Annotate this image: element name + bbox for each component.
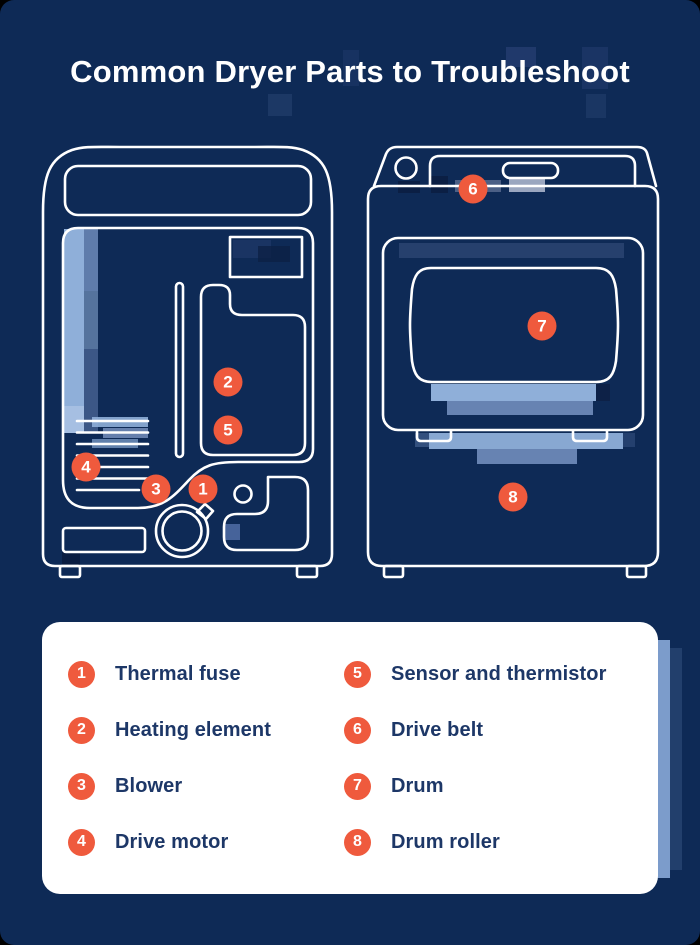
- legend-item-drive-belt: 6 Drive belt: [344, 702, 638, 758]
- callout-badge-4: 4: [71, 452, 101, 482]
- left-dryer-divider: [174, 281, 185, 459]
- legend-item-blower: 3 Blower: [68, 758, 344, 814]
- legend-number-badge: 1: [68, 660, 95, 688]
- legend-number-badge: 2: [68, 716, 95, 744]
- right-dryer-highlights: [398, 176, 635, 464]
- callout-badge-8: 8: [498, 482, 528, 512]
- left-dryer-outline: [41, 145, 334, 579]
- right-dryer-foot-left: [382, 564, 405, 579]
- left-dryer-inner-panel: [61, 226, 315, 510]
- door-hinge-right: [571, 429, 609, 443]
- right-dryer-outline: [366, 145, 660, 579]
- legend-item-label: Heating element: [115, 718, 271, 741]
- callout-badge-3: 3: [141, 474, 171, 504]
- callout-badge-2: 2: [213, 367, 243, 397]
- legend-number-badge: 4: [68, 828, 95, 856]
- left-dryer-corner-panel: [222, 475, 310, 552]
- legend-card-blur-strip: [657, 640, 682, 878]
- legend-item-label: Blower: [115, 774, 183, 797]
- callout-badge-1: 1: [188, 474, 218, 504]
- right-dryer-foot-right: [625, 564, 648, 579]
- left-dryer-base-vent: [61, 526, 147, 554]
- legend-number-badge: 5: [344, 660, 371, 688]
- legend-item-heating-element: 2 Heating element: [68, 702, 344, 758]
- door-hinge-left: [415, 429, 453, 443]
- right-dryer-lid: [372, 145, 658, 188]
- legend-item-label: Thermal fuse: [115, 662, 241, 685]
- callout-badge-7: 7: [527, 311, 557, 341]
- blower-wheel: [154, 502, 215, 559]
- legend-item-label: Drum roller: [391, 830, 500, 853]
- legend-item-thermal-fuse: 1 Thermal fuse: [68, 646, 344, 702]
- left-dryer-terminal-box: [228, 235, 304, 279]
- legend-item-label: Drum: [391, 774, 444, 797]
- heating-element-housing: [199, 283, 307, 457]
- legend-item-sensor-thermistor: 5 Sensor and thermistor: [344, 646, 638, 702]
- right-dryer-display: [501, 161, 560, 180]
- legend-item-drum: 7 Drum: [344, 758, 638, 814]
- left-dryer-foot-right: [295, 564, 319, 579]
- idler-pulley: [233, 484, 253, 504]
- left-dryer-body: [41, 145, 334, 568]
- legend-item-drive-motor: 4 Drive motor: [68, 814, 344, 870]
- legend-number-badge: 7: [344, 772, 371, 800]
- legend-item-label: Drive belt: [391, 718, 484, 741]
- legend-item-label: Drive motor: [115, 830, 229, 853]
- callout-badge-5: 5: [213, 415, 243, 445]
- right-dryer-body: [366, 184, 660, 568]
- right-dryer-illustration: [366, 145, 660, 579]
- title-blur-artifacts: [268, 47, 608, 118]
- right-dryer-control-panel: [428, 154, 637, 188]
- right-dryer-door: [381, 236, 645, 432]
- callout-badge-6: 6: [458, 174, 488, 204]
- legend-number-badge: 6: [344, 716, 371, 744]
- legend-card: 1 Thermal fuse 2 Heating element 3 Blowe…: [42, 622, 658, 894]
- left-dryer-foot-left: [58, 564, 82, 579]
- legend-number-badge: 8: [344, 828, 371, 856]
- legend-item-label: Sensor and thermistor: [391, 662, 607, 685]
- left-dryer-control-panel: [63, 164, 313, 217]
- legend-number-badge: 3: [68, 772, 95, 800]
- right-dryer-knob: [394, 156, 418, 180]
- drum-window: [408, 266, 620, 384]
- left-dryer-illustration: [41, 145, 334, 579]
- legend-item-drum-roller: 8 Drum roller: [344, 814, 638, 870]
- page-title: Common Dryer Parts to Troubleshoot: [70, 54, 630, 89]
